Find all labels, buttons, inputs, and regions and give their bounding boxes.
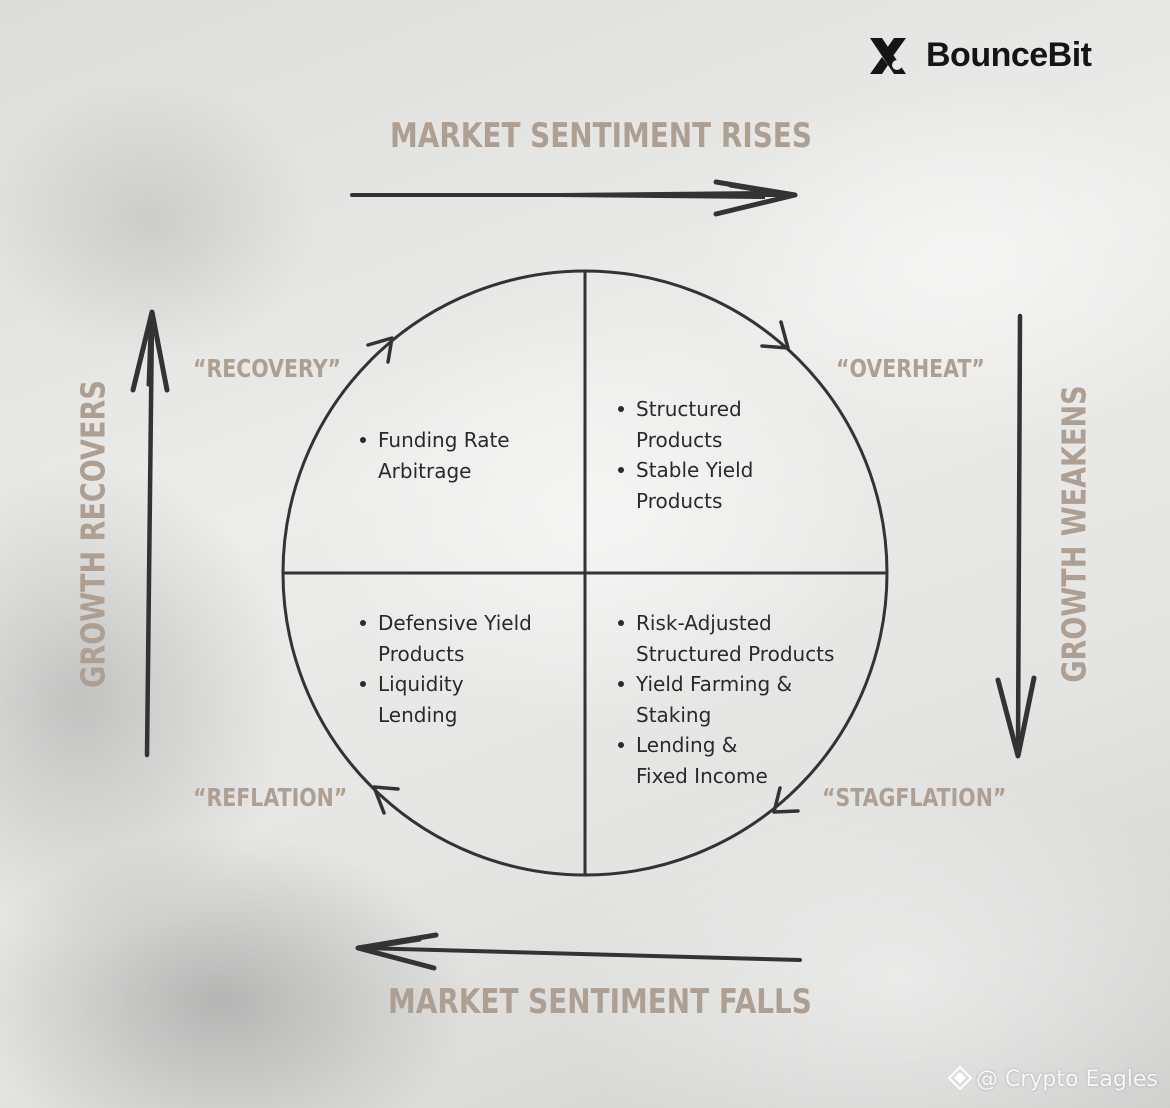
bouncebit-logo-icon	[870, 38, 906, 74]
arrow-down-right	[995, 313, 1037, 759]
list-item: Defensive Yield Products	[358, 608, 568, 669]
circle-arrow-bottom-left	[372, 785, 400, 815]
axis-label-left: GROWTH RECOVERS	[73, 380, 113, 688]
list-item: Yield Farming & Staking	[616, 669, 876, 730]
phase-label-stagflation: “STAGFLATION”	[822, 783, 1007, 812]
list-item: Structured Products	[616, 394, 866, 455]
list-item: Stable Yield Products	[616, 455, 866, 516]
quadrant-top-right-list: Structured Products Stable Yield Product…	[616, 394, 866, 516]
quadrant-bottom-right-list: Risk-Adjusted Structured Products Yield …	[616, 608, 876, 791]
list-item: Risk-Adjusted Structured Products	[616, 608, 876, 669]
brand-name: BounceBit	[926, 36, 1092, 74]
arrow-up-left	[130, 309, 170, 758]
axis-label-top: MARKET SENTIMENT RISES	[390, 116, 812, 156]
diamond-logo-icon	[947, 1065, 973, 1091]
list-item: Liquidity Lending	[358, 669, 568, 730]
circle-arrow-bottom-right	[772, 786, 800, 814]
axis-label-right: GROWTH WEAKENS	[1054, 385, 1094, 683]
phase-label-reflation: “REFLATION”	[193, 783, 348, 812]
phase-label-overheat: “OVERHEAT”	[836, 354, 985, 383]
arrow-left-bottom	[355, 932, 802, 971]
watermark-text: @ Crypto Eagles	[976, 1067, 1158, 1092]
arrow-right-top	[350, 179, 798, 217]
quadrant-top-left-list: Funding Rate Arbitrage	[358, 425, 568, 486]
list-item: Funding Rate Arbitrage	[358, 425, 568, 486]
watermark: @ Crypto Eagles	[947, 1065, 1158, 1096]
circle-arrow-top-left	[366, 336, 394, 364]
phase-label-recovery: “RECOVERY”	[193, 354, 342, 383]
list-item: Lending & Fixed Income	[616, 730, 876, 791]
bouncebit-logo: BounceBit	[868, 34, 1118, 80]
quadrant-bottom-left-list: Defensive Yield Products Liquidity Lendi…	[358, 608, 568, 730]
circle-arrow-top-right	[760, 320, 790, 350]
axis-label-bottom: MARKET SENTIMENT FALLS	[388, 982, 812, 1022]
